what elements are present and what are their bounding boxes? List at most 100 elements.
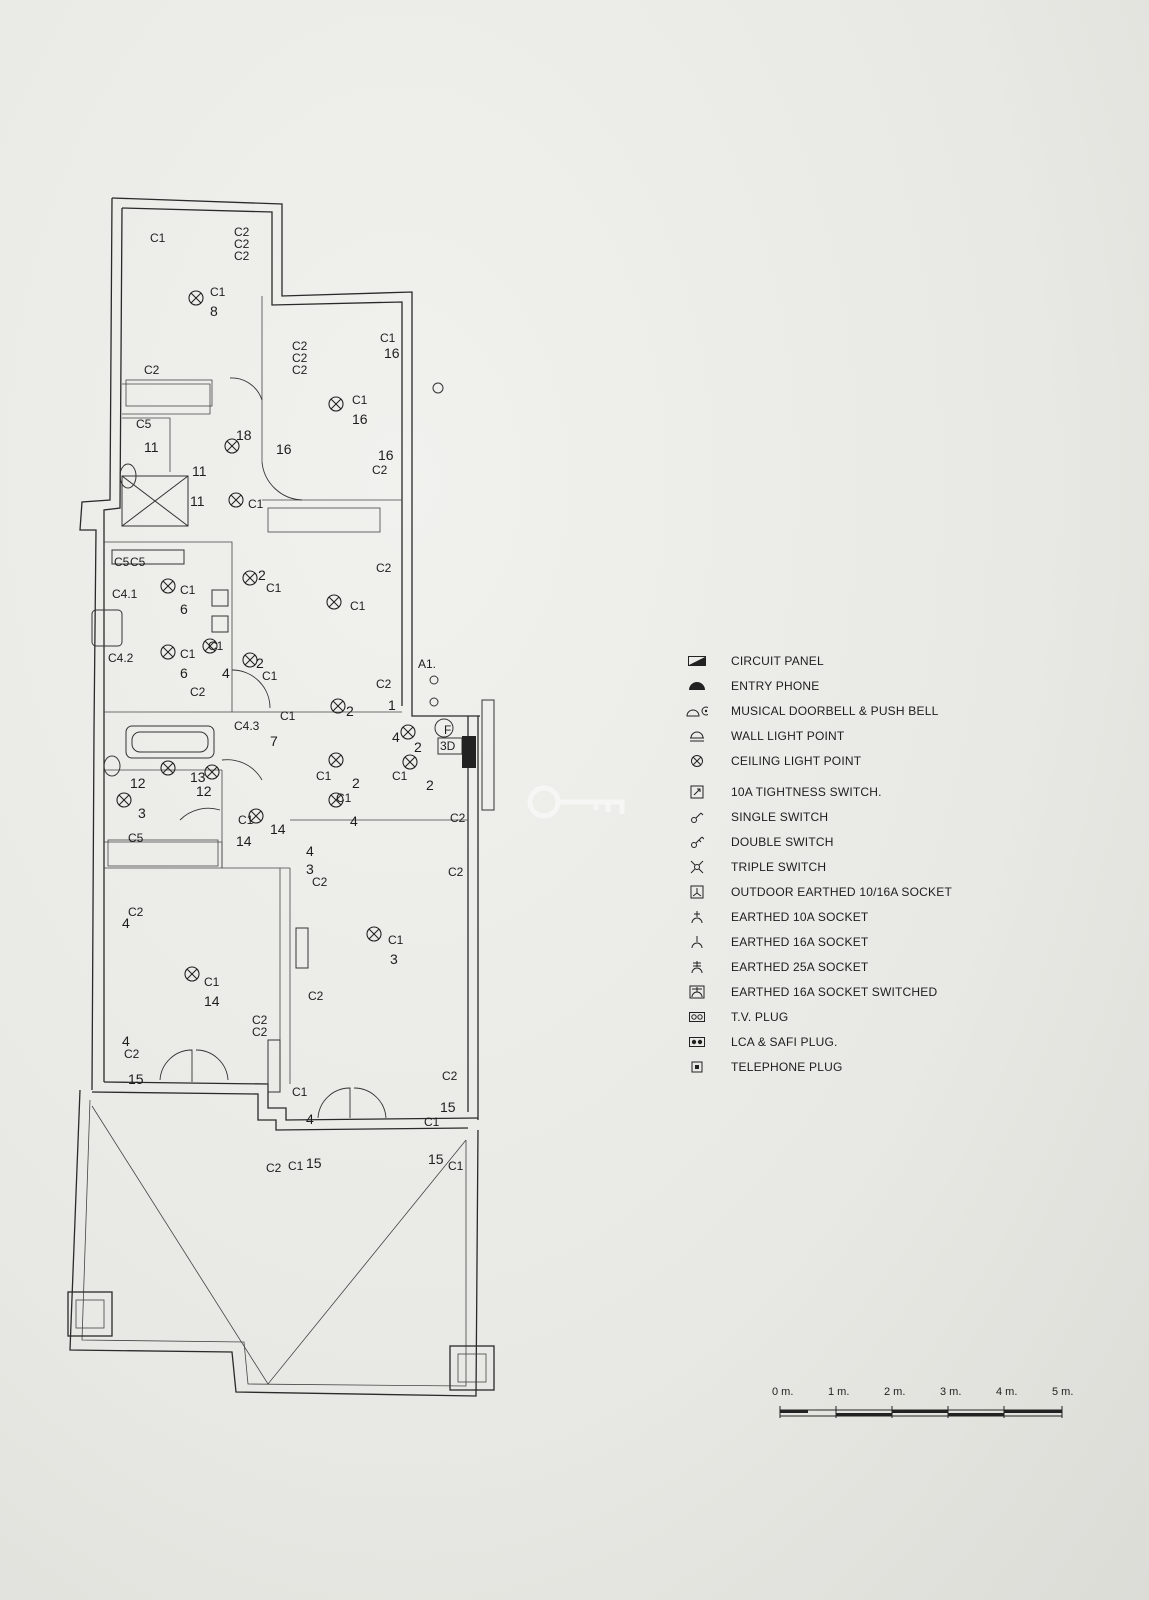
label-c1: C1	[280, 709, 296, 723]
ceiling-light-icon	[402, 754, 418, 770]
label-4: 4	[122, 1033, 130, 1049]
label-16: 16	[384, 345, 400, 361]
label-c2: C2	[372, 463, 388, 477]
label-c1: C1	[180, 583, 196, 597]
label-c1: C1	[204, 975, 220, 989]
label-c1: C1	[266, 581, 282, 595]
label-c1: C1	[388, 933, 404, 947]
label-c2: C2	[234, 249, 250, 263]
label-c1: C1	[352, 393, 368, 407]
label-c2: C2	[308, 989, 324, 1003]
walls	[67, 197, 495, 1397]
tv-plug-icon	[686, 1008, 708, 1026]
legend-row-socket-16a: EARTHED 16A SOCKET	[686, 929, 986, 954]
legend-row-circuit-panel: CIRCUIT PANEL	[686, 648, 986, 673]
legend-label: EARTHED 25A SOCKET	[731, 959, 869, 974]
legend-row-telephone-plug: TELEPHONE PLUG	[686, 1054, 986, 1079]
legend-label: TELEPHONE PLUG	[731, 1059, 843, 1074]
ceiling-light-icon	[242, 570, 258, 586]
label-16: 16	[352, 411, 368, 427]
ceiling-light-icon	[400, 724, 416, 740]
label-6: 6	[180, 665, 188, 681]
legend-row-ceiling-light: CEILING LIGHT POINT	[686, 748, 986, 773]
legend-row-double-switch: DOUBLE SWITCH	[686, 829, 986, 854]
legend-label: EARTHED 16A SOCKET SWITCHED	[731, 984, 938, 999]
label-14: 14	[270, 821, 286, 837]
ceiling-light-icon	[228, 492, 244, 508]
label-c1: C1	[150, 231, 166, 245]
legend-row-entry-phone: ENTRY PHONE	[686, 673, 986, 698]
telephone-plug-icon	[686, 1058, 708, 1076]
legend-label: MUSICAL DOORBELL & PUSH BELL	[731, 703, 939, 718]
panel-area	[429, 382, 495, 811]
label-13: 13	[190, 769, 206, 785]
label-c2: C2	[450, 811, 466, 825]
label-c41: C4.1	[112, 587, 138, 601]
label-2: 2	[256, 655, 264, 671]
label-c1: C1	[180, 647, 196, 661]
legend-label: DOUBLE SWITCH	[731, 834, 834, 849]
label-15: 15	[128, 1071, 144, 1087]
socket-10a-icon	[686, 908, 708, 926]
doorbell-icon	[686, 702, 708, 720]
label-4: 4	[222, 665, 230, 681]
ceiling-light-icon	[248, 808, 264, 824]
label-8: 8	[210, 303, 218, 319]
label-c1: C1	[424, 1115, 440, 1129]
circuit-panel-icon	[686, 652, 708, 670]
legend: CIRCUIT PANEL ENTRY PHONE MUSICAL DOORBE…	[686, 648, 986, 1079]
label-c5: C5	[128, 831, 144, 845]
legend-label: LCA & SAFI PLUG.	[731, 1034, 838, 1049]
label-c2: C2	[252, 1025, 268, 1039]
legend-label: CIRCUIT PANEL	[731, 653, 824, 668]
ceiling-light-icon	[328, 752, 344, 768]
label-c2: C2	[376, 677, 392, 691]
legend-label: WALL LIGHT POINT	[731, 728, 845, 743]
label-c2: C2	[312, 875, 328, 889]
label-c2: C2	[448, 865, 464, 879]
label-c2: C2	[292, 351, 308, 365]
label-c2: C2	[442, 1069, 458, 1083]
outdoor-socket-icon	[686, 883, 708, 901]
legend-row-doorbell: MUSICAL DOORBELL & PUSH BELL	[686, 698, 986, 723]
label-7: 7	[270, 733, 278, 749]
wall-light-icon	[686, 727, 708, 745]
ceiling-light-icon	[326, 594, 342, 610]
label-c2: C2	[292, 363, 308, 377]
label-c1: C1	[248, 497, 264, 511]
legend-label: T.V. PLUG	[731, 1009, 789, 1024]
legend-row-tv-plug: T.V. PLUG	[686, 1004, 986, 1029]
label-2: 2	[258, 567, 266, 583]
fixtures	[91, 463, 309, 1093]
label-12: 12	[196, 783, 212, 799]
socket-16a-icon	[686, 933, 708, 951]
label-c42: C4.2	[108, 651, 134, 665]
legend-row-wall-light: WALL LIGHT POINT	[686, 723, 986, 748]
label-4: 4	[350, 813, 358, 829]
label-c2: C2	[124, 1047, 140, 1061]
label-14: 14	[236, 833, 252, 849]
legend-label: TRIPLE SWITCH	[731, 859, 827, 874]
label-c1: C1	[262, 669, 278, 683]
legend-label: CEILING LIGHT POINT	[731, 753, 862, 768]
tightness-switch-icon	[686, 783, 708, 801]
legend-row-socket-25a: EARTHED 25A SOCKET	[686, 954, 986, 979]
legend-row-outdoor-socket: OUTDOOR EARTHED 10/16A SOCKET	[686, 879, 986, 904]
label-15: 15	[306, 1155, 322, 1171]
label-c5: C5	[136, 417, 152, 431]
ceiling-light-icon	[160, 578, 176, 594]
label-4: 4	[306, 1111, 314, 1127]
label-c1: C1	[292, 1085, 308, 1099]
label-2: 2	[426, 777, 434, 793]
legend-label: 10A TIGHTNESS SWITCH.	[731, 784, 882, 799]
lca-plug-icon	[686, 1033, 708, 1051]
legend-row-lca-plug: LCA & SAFI PLUG.	[686, 1029, 986, 1054]
plan-labels: C1 C2 C2 C2 C1 8 C2 C2 C2 C2 C1 16 C1 16…	[108, 225, 466, 1175]
ceiling-lights	[116, 290, 418, 982]
label-c1: C1	[288, 1159, 304, 1173]
legend-row-single-switch: SINGLE SWITCH	[686, 804, 986, 829]
ceiling-light-icon	[202, 638, 218, 654]
label-4: 4	[122, 915, 130, 931]
